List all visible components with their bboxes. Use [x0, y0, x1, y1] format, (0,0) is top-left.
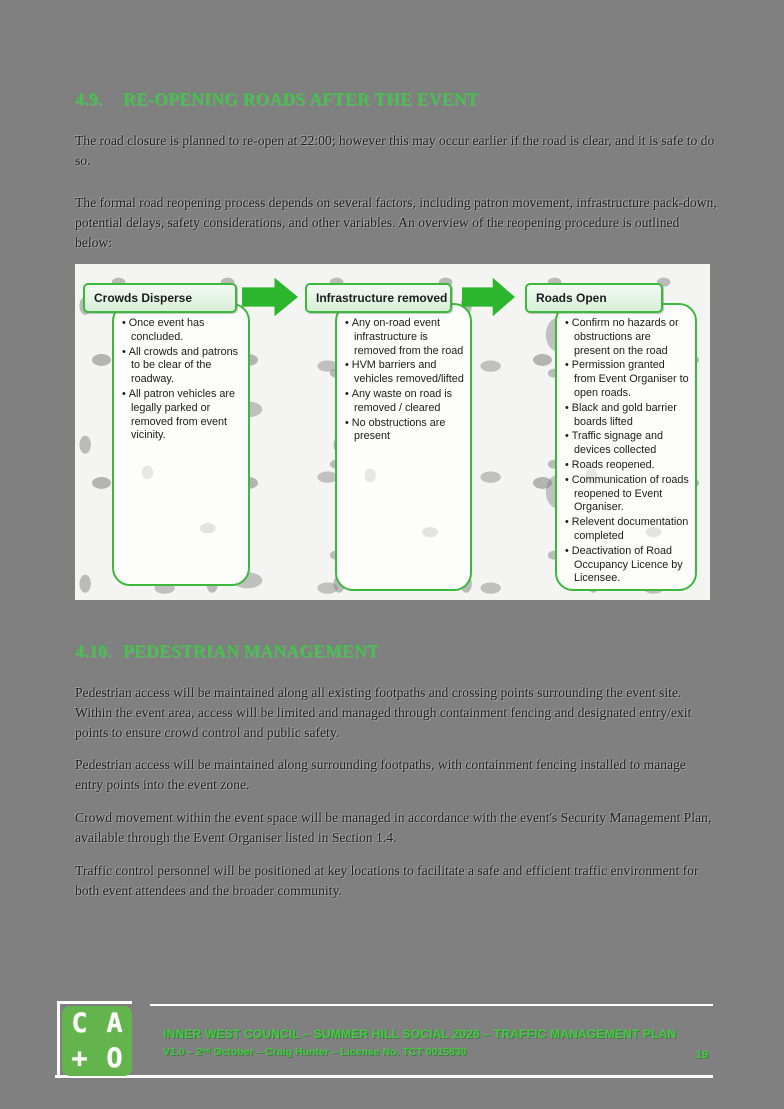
- bullet-item: All crowds and patrons to be clear of th…: [122, 346, 242, 387]
- flowchart-step-body-crowds-disperse: Once event has concluded.All crowds and …: [112, 303, 250, 586]
- arrow-right-icon: [462, 277, 515, 317]
- bullet-list: Any on-road event infrastructure is remo…: [345, 317, 464, 444]
- reopening-procedure-flowchart: Crowds Disperse Once event has concluded…: [75, 264, 710, 600]
- council-logo: C A + O: [62, 1006, 132, 1076]
- section-4-10-heading: 4.10. PEDESTRIAN MANAGEMENT: [75, 641, 715, 662]
- flowchart-step-body-roads-open: Confirm no hazards or obstructions are p…: [555, 303, 697, 591]
- bullet-item: Deactivation of Road Occupancy Licence b…: [565, 545, 689, 586]
- bullet-item: HVM barriers and vehicles removed/lifted: [345, 359, 464, 387]
- bullet-item: All patron vehicles are legally parked o…: [122, 388, 242, 443]
- flowchart-step-title-infrastructure-removed: Infrastructure removed: [305, 283, 452, 313]
- paragraph: The road closure is planned to re-open a…: [75, 133, 715, 168]
- section-number: 4.9.: [75, 89, 103, 109]
- bullet-list: Confirm no hazards or obstructions are p…: [565, 317, 689, 586]
- paragraph: The formal road reopening process depend…: [75, 195, 717, 250]
- logo-letter: O: [106, 1043, 123, 1074]
- bullet-item: No obstructions are present: [345, 417, 464, 445]
- logo-letter: A: [106, 1008, 123, 1039]
- arrow-right-icon: [242, 277, 298, 317]
- page-number: 19: [695, 1049, 708, 1061]
- page-footer: C A + O INNER WEST COUNCIL – SUMMER HILL…: [55, 997, 713, 1078]
- bullet-item: Roads reopened.: [565, 459, 689, 473]
- bullet-item: Confirm no hazards or obstructions are p…: [565, 317, 689, 358]
- footer-version-info: V1.0 – 2ⁿᵈ October – Craig Hunter – Lice…: [163, 1046, 467, 1058]
- bullet-item: Permission granted from Event Organiser …: [565, 359, 689, 400]
- bullet-item: Once event has concluded.: [122, 317, 242, 345]
- paragraph: Crowd movement within the event space wi…: [75, 810, 712, 845]
- flowchart-step-title-crowds-disperse: Crowds Disperse: [83, 283, 237, 313]
- footer-text-block: INNER WEST COUNCIL – SUMMER HILL SOCIAL …: [150, 1004, 713, 1075]
- bullet-item: Communication of roads reopened to Event…: [565, 474, 689, 515]
- bullet-item: Relevent documentation completed: [565, 516, 689, 544]
- paragraph: Pedestrian access will be maintained alo…: [75, 757, 686, 792]
- section-title: RE-OPENING ROADS AFTER THE EVENT: [123, 89, 479, 109]
- footer-document-title: INNER WEST COUNCIL – SUMMER HILL SOCIAL …: [163, 1027, 677, 1041]
- paragraph: Traffic control personnel will be positi…: [75, 863, 699, 898]
- logo-letter: +: [71, 1043, 88, 1074]
- bullet-item: Black and gold barrier boards lifted: [565, 402, 689, 430]
- flowchart-step-body-infrastructure-removed: Any on-road event infrastructure is remo…: [335, 303, 472, 591]
- paragraph: Pedestrian access will be maintained alo…: [75, 685, 692, 740]
- section-4-9-heading: 4.9. RE-OPENING ROADS AFTER THE EVENT: [75, 89, 715, 110]
- bullet-item: Any waste on road is removed / cleared: [345, 388, 464, 416]
- logo-frame: C A + O: [57, 1001, 132, 1076]
- bullet-item: Traffic signage and devices collected: [565, 430, 689, 458]
- bullet-list: Once event has concluded.All crowds and …: [122, 317, 242, 443]
- logo-letter: C: [71, 1008, 88, 1039]
- bullet-item: Any on-road event infrastructure is remo…: [345, 317, 464, 358]
- section-number: 4.10.: [75, 641, 112, 661]
- flowchart-step-title-roads-open: Roads Open: [525, 283, 663, 313]
- section-title: PEDESTRIAN MANAGEMENT: [123, 641, 379, 661]
